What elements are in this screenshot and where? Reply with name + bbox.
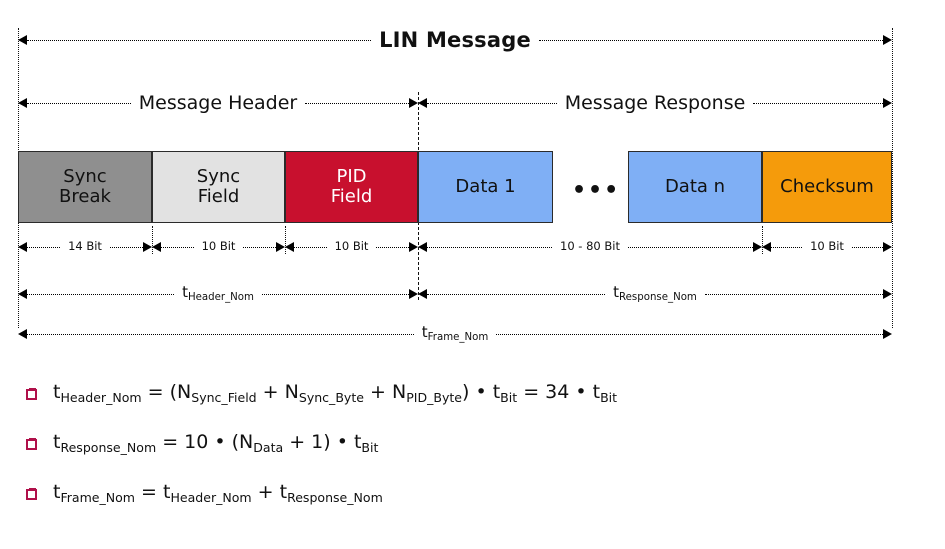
arrow-segment bbox=[771, 246, 803, 248]
bullet-icon bbox=[26, 388, 37, 400]
block-sync-field-line1: Sync bbox=[196, 165, 241, 187]
arrow-head-right bbox=[883, 289, 893, 299]
formula-text: tHeader_Nom = (NSync_Field + NSync_Byte … bbox=[53, 381, 618, 405]
arrow-segment bbox=[496, 333, 884, 335]
bit-span-data: 10 - 80 Bit bbox=[418, 239, 763, 254]
arrow-head-right bbox=[883, 329, 893, 339]
arrow-segment bbox=[704, 293, 884, 295]
arrow-segment bbox=[753, 102, 884, 104]
arrow-segment bbox=[628, 246, 754, 248]
bit-label-sync-break: 14 Bit bbox=[68, 239, 102, 254]
timing-label-header: tHeader_Nom bbox=[182, 282, 254, 303]
arrow-head-right bbox=[883, 35, 892, 45]
guide-sync-break-end bbox=[152, 226, 153, 254]
arrow-segment bbox=[161, 246, 194, 248]
arrow-head-right bbox=[409, 98, 418, 108]
block-pid-field[interactable]: PID Field bbox=[285, 151, 418, 223]
page-title: LIN Message bbox=[379, 27, 531, 52]
message-response-span-arrow: Message Response bbox=[418, 91, 893, 114]
arrow-segment bbox=[27, 293, 175, 295]
arrow-segment bbox=[538, 39, 883, 41]
bit-span-pid-field: 10 Bit bbox=[285, 239, 419, 254]
message-header-span-arrow: Message Header bbox=[18, 91, 418, 114]
block-data-n[interactable]: Data n bbox=[628, 151, 762, 223]
arrow-head-left bbox=[18, 35, 27, 45]
arrow-head-left bbox=[418, 242, 427, 252]
block-pid-field-line1: PID bbox=[336, 165, 367, 187]
formula-text: tFrame_Nom = tHeader_Nom + tResponse_Nom bbox=[53, 481, 383, 506]
arrow-head-left bbox=[18, 289, 27, 299]
bit-label-data: 10 - 80 Bit bbox=[560, 239, 620, 254]
message-header-label: Message Header bbox=[138, 91, 298, 114]
block-data-n-label: Data n bbox=[664, 175, 726, 197]
arrow-head-left bbox=[418, 98, 427, 108]
arrow-segment bbox=[27, 102, 131, 104]
formula-list: tHeader_Nom = (NSync_Field + NSync_Byte … bbox=[26, 381, 926, 533]
block-checksum-label: Checksum bbox=[780, 175, 874, 197]
block-data-1[interactable]: Data 1 bbox=[418, 151, 553, 223]
arrow-segment bbox=[294, 246, 327, 248]
arrow-head-left bbox=[18, 242, 27, 252]
arrow-segment bbox=[851, 246, 884, 248]
message-response-label: Message Response bbox=[564, 91, 746, 114]
lin-frame-block-row: Sync Break Sync Field PID Field Data 1 D… bbox=[0, 151, 945, 223]
arrow-head-left bbox=[18, 98, 27, 108]
arrow-segment bbox=[427, 246, 553, 248]
arrow-segment bbox=[261, 293, 410, 295]
block-sync-field[interactable]: Sync Field bbox=[152, 151, 285, 223]
bit-label-pid-field: 10 Bit bbox=[334, 239, 369, 254]
arrow-head-right bbox=[143, 242, 153, 252]
bullet-icon bbox=[26, 488, 37, 501]
guide-data-n-start bbox=[762, 226, 763, 254]
arrow-head-left bbox=[152, 242, 161, 252]
arrow-segment bbox=[376, 246, 410, 248]
arrow-segment bbox=[109, 246, 144, 248]
bit-span-sync-break: 14 Bit bbox=[18, 239, 153, 254]
block-sync-break-line1: Sync bbox=[63, 165, 107, 187]
block-sync-break-line2: Break bbox=[59, 186, 111, 207]
arrow-segment bbox=[27, 246, 61, 248]
bullet-icon bbox=[26, 438, 37, 451]
arrow-head-right bbox=[883, 98, 893, 108]
arrow-head-right bbox=[883, 242, 893, 252]
arrow-head-left bbox=[762, 242, 771, 252]
bit-label-checksum: 10 Bit bbox=[810, 239, 844, 254]
guide-right-edge bbox=[892, 28, 893, 328]
timing-span-header: tHeader_Nom bbox=[18, 282, 419, 303]
bit-span-sync-field: 10 Bit bbox=[152, 239, 286, 254]
arrow-segment bbox=[305, 102, 409, 104]
arrow-segment bbox=[243, 246, 277, 248]
blocks-ellipsis: ••• bbox=[572, 178, 621, 203]
block-data-1-label: Data 1 bbox=[455, 175, 516, 197]
arrow-head-right bbox=[276, 242, 286, 252]
block-sync-break[interactable]: Sync Break bbox=[18, 151, 152, 223]
bit-label-sync-field: 10 Bit bbox=[201, 239, 236, 254]
arrow-segment bbox=[27, 39, 372, 41]
block-checksum[interactable]: Checksum bbox=[762, 151, 892, 223]
arrow-segment bbox=[427, 102, 557, 104]
arrow-head-left bbox=[285, 242, 294, 252]
guide-sync-field-end bbox=[285, 226, 286, 254]
block-pid-field-line2: Field bbox=[330, 186, 373, 207]
formula-t-frame-nom: tFrame_Nom = tHeader_Nom + tResponse_Nom bbox=[26, 481, 926, 506]
timing-span-frame: tFrame_Nom bbox=[18, 322, 893, 343]
arrow-segment bbox=[27, 333, 414, 335]
formula-text: tResponse_Nom = 10 • (NData + 1) • tBit bbox=[53, 431, 379, 455]
arrow-head-right bbox=[409, 289, 419, 299]
arrow-head-left bbox=[418, 289, 427, 299]
timing-label-frame: tFrame_Nom bbox=[421, 322, 489, 343]
arrow-segment bbox=[427, 293, 606, 295]
timing-label-response: tResponse_Nom bbox=[613, 282, 697, 303]
block-sync-field-line2: Field bbox=[197, 186, 240, 207]
formula-t-response-nom: tResponse_Nom = 10 • (NData + 1) • tBit bbox=[26, 431, 926, 455]
formula-t-header-nom: tHeader_Nom = (NSync_Field + NSync_Byte … bbox=[26, 381, 926, 405]
bit-span-checksum: 10 Bit bbox=[762, 239, 893, 254]
arrow-head-right bbox=[409, 242, 419, 252]
lin-message-span-arrow: LIN Message bbox=[18, 29, 892, 50]
arrow-head-right bbox=[753, 242, 763, 252]
timing-span-response: tResponse_Nom bbox=[418, 282, 893, 303]
arrow-head-left bbox=[18, 329, 27, 339]
